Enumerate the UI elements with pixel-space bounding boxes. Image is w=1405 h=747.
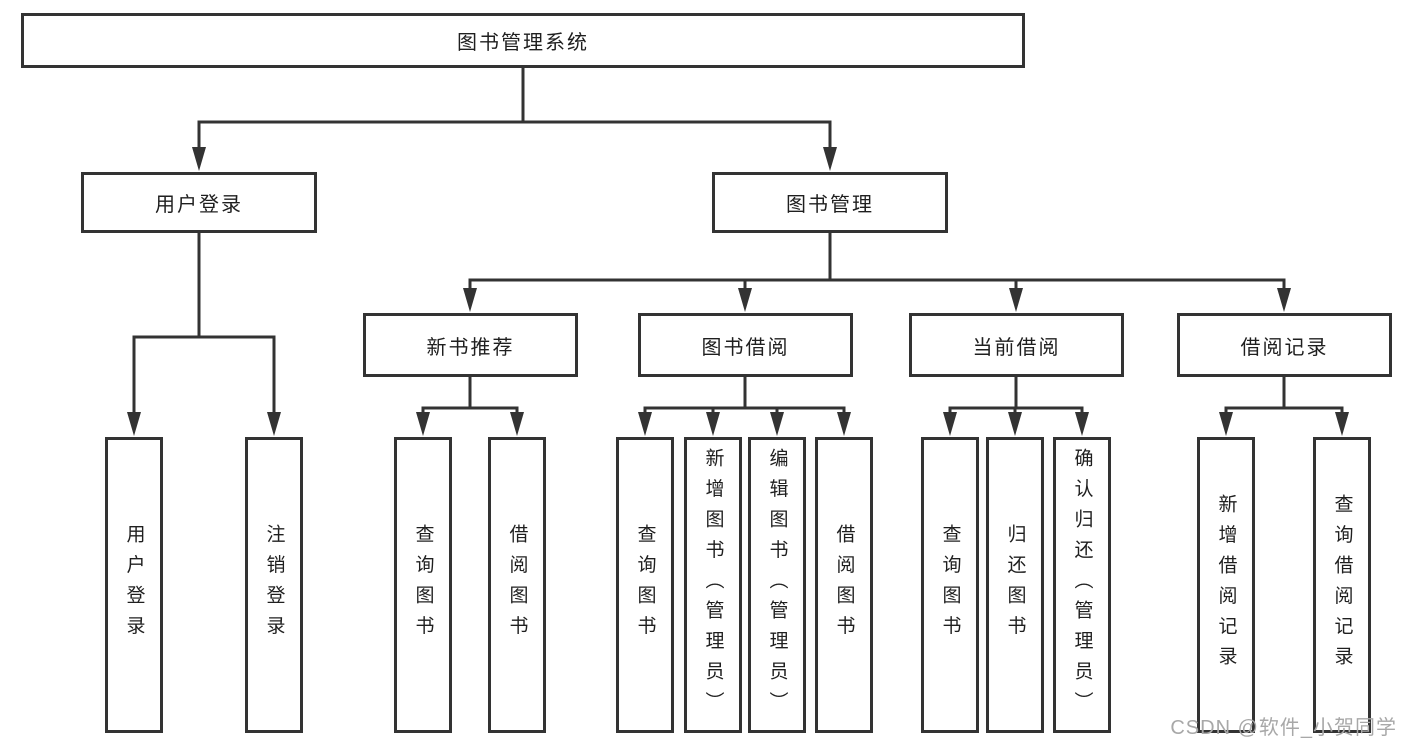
node-label: 借阅记录 — [1240, 336, 1329, 359]
node-borrow-books: 借阅图书 — [815, 437, 873, 733]
node-label: 编辑图书（管理员） — [766, 448, 788, 722]
node-label: 查询图书 — [939, 524, 961, 646]
node-label: 注销登录 — [263, 524, 285, 646]
node-label: 查询图书 — [634, 524, 656, 646]
node-label: 图书管理 — [786, 194, 874, 216]
arrowhead-icon — [192, 147, 206, 171]
arrowhead-icon — [638, 412, 652, 436]
node-logout: 注销登录 — [245, 437, 303, 733]
arrowhead-icon — [837, 412, 851, 436]
arrowhead-icon — [127, 412, 141, 436]
arrowhead-icon — [267, 412, 281, 436]
node-label: 新增图书（管理员） — [702, 448, 724, 722]
csdn-watermark: CSDN @软件_小贺同学 — [1170, 717, 1397, 739]
node-new-book-recommend: 新书推荐 — [363, 313, 578, 377]
arrowhead-icon — [1335, 412, 1349, 436]
arrowhead-icon — [1008, 412, 1022, 436]
node-book-management: 图书管理 — [712, 172, 948, 233]
node-user-login: 用户登录 — [81, 172, 317, 233]
arrowhead-icon — [1277, 288, 1291, 312]
node-query-books-current: 查询图书 — [921, 437, 979, 733]
node-add-borrowing-record: 新增借阅记录 — [1197, 437, 1255, 733]
arrowhead-icon — [706, 412, 720, 436]
arrowheads — [127, 147, 1349, 436]
arrowhead-icon — [1219, 412, 1233, 436]
node-query-borrowing-record: 查询借阅记录 — [1313, 437, 1371, 733]
node-label: 查询借阅记录 — [1331, 493, 1353, 677]
node-add-books-admin: 新增图书（管理员） — [684, 437, 742, 733]
node-label: 新增借阅记录 — [1215, 493, 1237, 677]
node-label: 查询图书 — [412, 524, 434, 646]
node-library-management-system: 图书管理系统 — [21, 13, 1025, 68]
arrowhead-icon — [1009, 288, 1023, 312]
arrowhead-icon — [1075, 412, 1089, 436]
arrowhead-icon — [770, 412, 784, 436]
arrowhead-icon — [463, 288, 477, 312]
node-label: 用户登录 — [123, 524, 145, 646]
node-label: 新书推荐 — [426, 336, 515, 359]
node-label: 图书借阅 — [701, 336, 790, 359]
node-label: 图书管理系统 — [457, 32, 589, 54]
arrowhead-icon — [943, 412, 957, 436]
node-user-login-entry: 用户登录 — [105, 437, 163, 733]
node-label: 用户登录 — [155, 194, 243, 216]
node-book-borrowing: 图书借阅 — [638, 313, 853, 377]
node-confirm-return-admin: 确认归还（管理员） — [1053, 437, 1111, 733]
arrowhead-icon — [416, 412, 430, 436]
node-return-books: 归还图书 — [986, 437, 1044, 733]
node-borrowing-records: 借阅记录 — [1177, 313, 1392, 377]
node-current-borrowing: 当前借阅 — [909, 313, 1124, 377]
node-query-books-borrowing: 查询图书 — [616, 437, 674, 733]
node-edit-books-admin: 编辑图书（管理员） — [748, 437, 806, 733]
node-label: 借阅图书 — [833, 524, 855, 646]
node-query-books-recommend: 查询图书 — [394, 437, 452, 733]
node-borrow-books-recommend: 借阅图书 — [488, 437, 546, 733]
node-label: 归还图书 — [1004, 524, 1026, 646]
arrowhead-icon — [823, 147, 837, 171]
node-label: 确认归还（管理员） — [1071, 448, 1093, 722]
arrowhead-icon — [738, 288, 752, 312]
node-label: 借阅图书 — [506, 524, 528, 646]
arrowhead-icon — [510, 412, 524, 436]
node-label: 当前借阅 — [972, 336, 1061, 359]
